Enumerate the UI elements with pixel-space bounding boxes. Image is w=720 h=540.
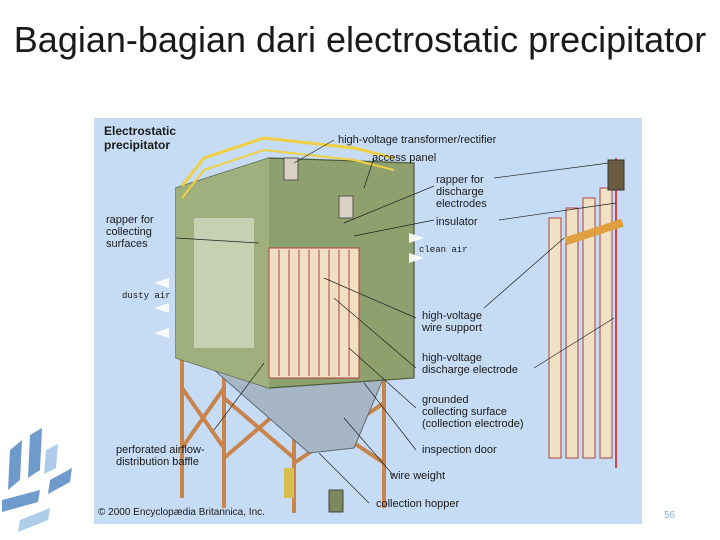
label-clean-air: clean air [419,245,468,255]
copyright-notice: © 2000 Encyclopædia Britannica, Inc. [98,507,265,518]
corner-decoration [2,428,72,532]
airflow-arrows [154,233,424,338]
label-collection-hopper: collection hopper [376,498,460,510]
roof-railing [180,136,395,187]
label-inspection-door: inspection door [422,444,497,456]
worker-figure [284,468,294,498]
electrode-assembly [548,158,625,468]
transformer-2 [338,195,354,219]
label-insulator: insulator [436,216,478,228]
label-grounded-surface: grounded collecting surface (collection … [422,394,524,430]
label-baffle: perforated airflow- distribution baffle [116,444,205,468]
label-dusty-air: dusty air [122,291,171,301]
leader-lines [175,139,617,504]
roof-railing-lower [181,148,395,199]
label-transformer: high-voltage transformer/rectifier [338,134,497,146]
diagram-illustration [154,136,625,513]
slide-title: Bagian-bagian dari electrostatic precipi… [13,19,707,60]
collecting-plates [268,247,360,379]
label-access-panel: access panel [372,152,437,164]
barrel [328,489,344,513]
label-wire-weight: wire weight [390,470,446,482]
label-rapper-discharge: rapper for discharge electrodes [436,174,487,210]
page-number: 56 [664,510,676,521]
label-wire-support: high-voltage wire support [422,310,482,334]
precipitator-diagram: Electrostatic precipitator high-voltage … [94,118,642,524]
baffle-perforations [194,218,254,348]
diagram-heading: Electrostatic precipitator [104,124,177,152]
label-rapper-collecting: rapper for collecting surfaces [106,214,154,250]
label-discharge-electrode: high-voltage discharge electrode [422,352,519,376]
transformer-1 [283,157,299,181]
